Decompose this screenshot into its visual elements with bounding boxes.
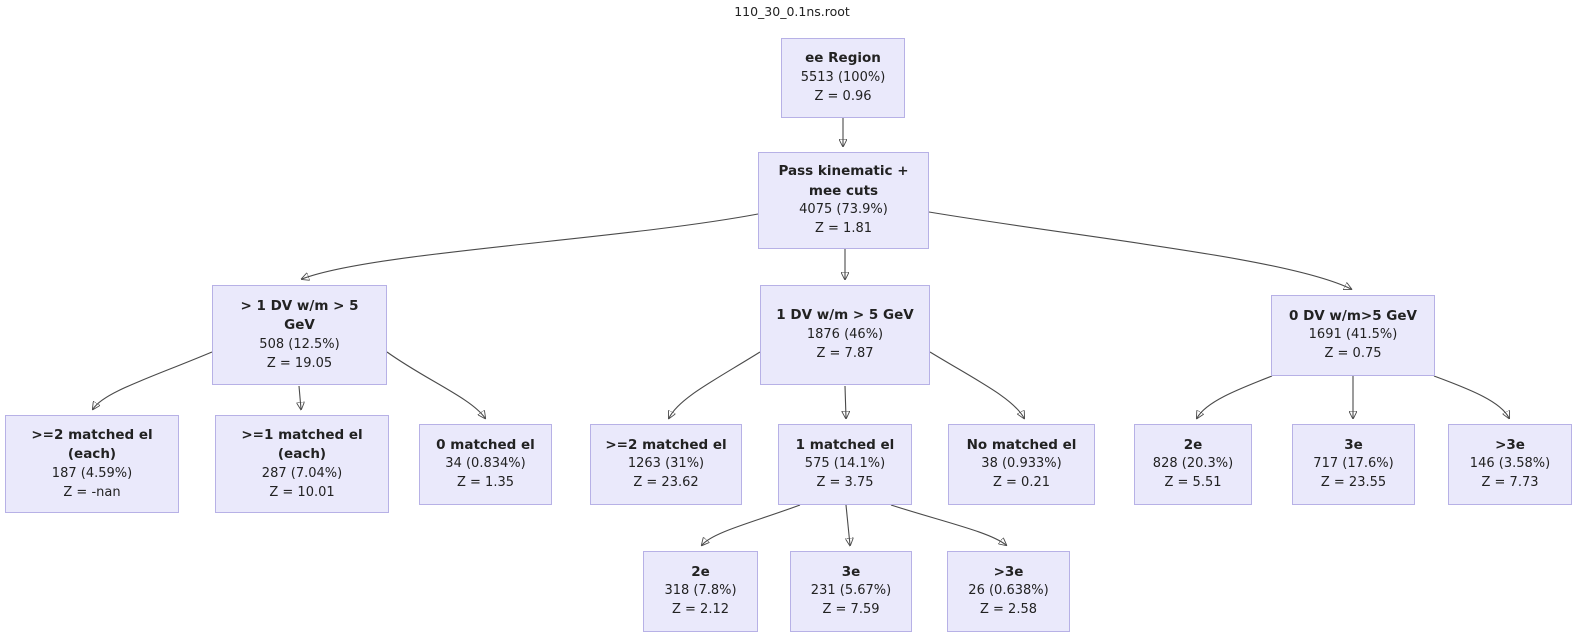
node-count: 34 (0.834%) bbox=[445, 456, 526, 472]
node-z-score: Z = 1.81 bbox=[814, 221, 872, 237]
edge-onedv-to-nomatched bbox=[929, 351, 1024, 418]
node-label: Pass kinematic + mee cuts bbox=[778, 163, 909, 199]
node-label: 3e bbox=[841, 563, 861, 580]
node-count: 1263 (31%) bbox=[627, 456, 705, 472]
edge-gt1dv-to-ge2matchedeach bbox=[93, 351, 213, 409]
node-count: 287 (7.04%) bbox=[261, 465, 343, 481]
node-zerodv-2e: 2e 828 (20.3%) Z = 5.51 bbox=[1134, 424, 1252, 505]
node-count: 5513 (100%) bbox=[800, 69, 886, 85]
edge-passkinematic-to-gt1dv bbox=[302, 213, 759, 279]
node-z-score: Z = 0.75 bbox=[1324, 346, 1382, 362]
node-label: 0 matched el bbox=[436, 436, 535, 453]
node-label: 1 matched el bbox=[795, 436, 895, 453]
node-onematched-3e: 3e 231 (5.67%) Z = 7.59 bbox=[790, 551, 912, 632]
node-label: >=2 matched el bbox=[605, 436, 727, 453]
node-label: 2e bbox=[691, 563, 710, 580]
edge-onematched-to-gt3e bbox=[890, 504, 1006, 545]
node-ge2-matched-el-each: >=2 matched el (each) 187 (4.59%) Z = -n… bbox=[5, 415, 179, 513]
node-count: 1691 (41.5%) bbox=[1308, 327, 1398, 343]
node-z-score: Z = 19.05 bbox=[266, 355, 333, 371]
node-z-score: Z = 23.55 bbox=[1320, 475, 1387, 491]
node-count: 508 (12.5%) bbox=[259, 336, 340, 352]
node-label: >=2 matched el (each) bbox=[31, 426, 153, 463]
node-label: 3e bbox=[1344, 436, 1363, 453]
edge-onematched-to-2e bbox=[702, 504, 801, 545]
node-z-score: Z = 2.58 bbox=[979, 602, 1037, 618]
node-label: >3e bbox=[1495, 436, 1525, 453]
node-z-score: Z = 5.51 bbox=[1164, 475, 1222, 491]
node-count: 38 (0.933%) bbox=[981, 456, 1062, 472]
node-onematched-gt3e: >3e 26 (0.638%) Z = 2.58 bbox=[947, 551, 1070, 632]
node-label: > 1 DV w/m > 5 GeV bbox=[240, 297, 359, 334]
node-count: 1876 (46%) bbox=[806, 326, 884, 342]
edge-gt1dv-to-ge1matchedeach bbox=[299, 385, 301, 409]
node-onematched-2e: 2e 318 (7.8%) Z = 2.12 bbox=[643, 551, 758, 632]
node-label: 2e bbox=[1183, 436, 1203, 453]
node-z-score: Z = 2.12 bbox=[671, 602, 729, 618]
node-count: 4075 (73.9%) bbox=[799, 202, 888, 218]
graph-title: 110_30_0.1ns.root bbox=[734, 4, 850, 19]
node-label: No matched el bbox=[966, 436, 1077, 453]
node-no-matched-el: No matched el 38 (0.933%) Z = 0.21 bbox=[948, 424, 1095, 505]
node-zerodv-gt3e: >3e 146 (3.58%) Z = 7.73 bbox=[1448, 424, 1572, 505]
node-z-score: Z = 3.75 bbox=[816, 475, 874, 491]
node-count: 318 (7.8%) bbox=[664, 583, 737, 599]
node-zero-matched-el: 0 matched el 34 (0.834%) Z = 1.35 bbox=[419, 424, 552, 505]
node-z-score: Z = 7.59 bbox=[822, 602, 880, 618]
node-z-score: Z = 1.35 bbox=[456, 475, 514, 491]
node-z-score: Z = 7.87 bbox=[816, 345, 874, 361]
node-zero-dv: 0 DV w/m>5 GeV 1691 (41.5%) Z = 0.75 bbox=[1271, 295, 1435, 376]
node-ee-region: ee Region 5513 (100%) Z = 0.96 bbox=[781, 38, 905, 118]
node-label: >=1 matched el (each) bbox=[241, 426, 363, 463]
node-z-score: Z = 7.73 bbox=[1481, 475, 1539, 491]
node-zerodv-3e: 3e 717 (17.6%) Z = 23.55 bbox=[1292, 424, 1415, 505]
node-label: >3e bbox=[993, 563, 1024, 580]
node-label: 0 DV w/m>5 GeV bbox=[1288, 307, 1417, 324]
edge-onedv-to-ge2matched bbox=[669, 351, 761, 418]
edge-onematched-to-3e bbox=[846, 504, 850, 545]
node-z-score: Z = 0.96 bbox=[814, 88, 872, 104]
node-count: 575 (14.1%) bbox=[804, 456, 886, 472]
node-pass-kinematic: Pass kinematic + mee cuts 4075 (73.9%) Z… bbox=[758, 152, 929, 249]
edge-onedv-to-onematched bbox=[845, 385, 846, 418]
node-one-dv: 1 DV w/m > 5 GeV 1876 (46%) Z = 7.87 bbox=[760, 285, 930, 385]
node-z-score: Z = 23.62 bbox=[633, 475, 699, 491]
edge-zerodv-to-gt3e bbox=[1433, 375, 1509, 418]
node-z-score: Z = 10.01 bbox=[269, 484, 335, 500]
node-count: 146 (3.58%) bbox=[1469, 456, 1551, 472]
node-label: 1 DV w/m > 5 GeV bbox=[776, 307, 914, 324]
node-count: 828 (20.3%) bbox=[1152, 456, 1234, 472]
edge-gt1dv-to-zeromatched bbox=[386, 351, 485, 418]
node-gt1-dv: > 1 DV w/m > 5 GeV 508 (12.5%) Z = 19.05 bbox=[212, 285, 387, 385]
node-ge2-matched-el: >=2 matched el 1263 (31%) Z = 23.62 bbox=[590, 424, 742, 505]
node-count: 717 (17.6%) bbox=[1313, 456, 1394, 472]
node-count: 187 (4.59%) bbox=[51, 465, 133, 481]
edge-passkinematic-to-zerodv bbox=[928, 211, 1351, 289]
node-ge1-matched-el-each: >=1 matched el (each) 287 (7.04%) Z = 10… bbox=[215, 415, 389, 513]
node-one-matched-el: 1 matched el 575 (14.1%) Z = 3.75 bbox=[778, 424, 912, 505]
node-label: ee Region bbox=[805, 50, 881, 67]
node-z-score: Z = 0.21 bbox=[992, 475, 1050, 491]
node-count: 26 (0.638%) bbox=[968, 583, 1049, 599]
edge-zerodv-to-2e bbox=[1197, 375, 1273, 418]
node-count: 231 (5.67%) bbox=[810, 583, 892, 599]
node-z-score: Z = -nan bbox=[63, 484, 121, 500]
